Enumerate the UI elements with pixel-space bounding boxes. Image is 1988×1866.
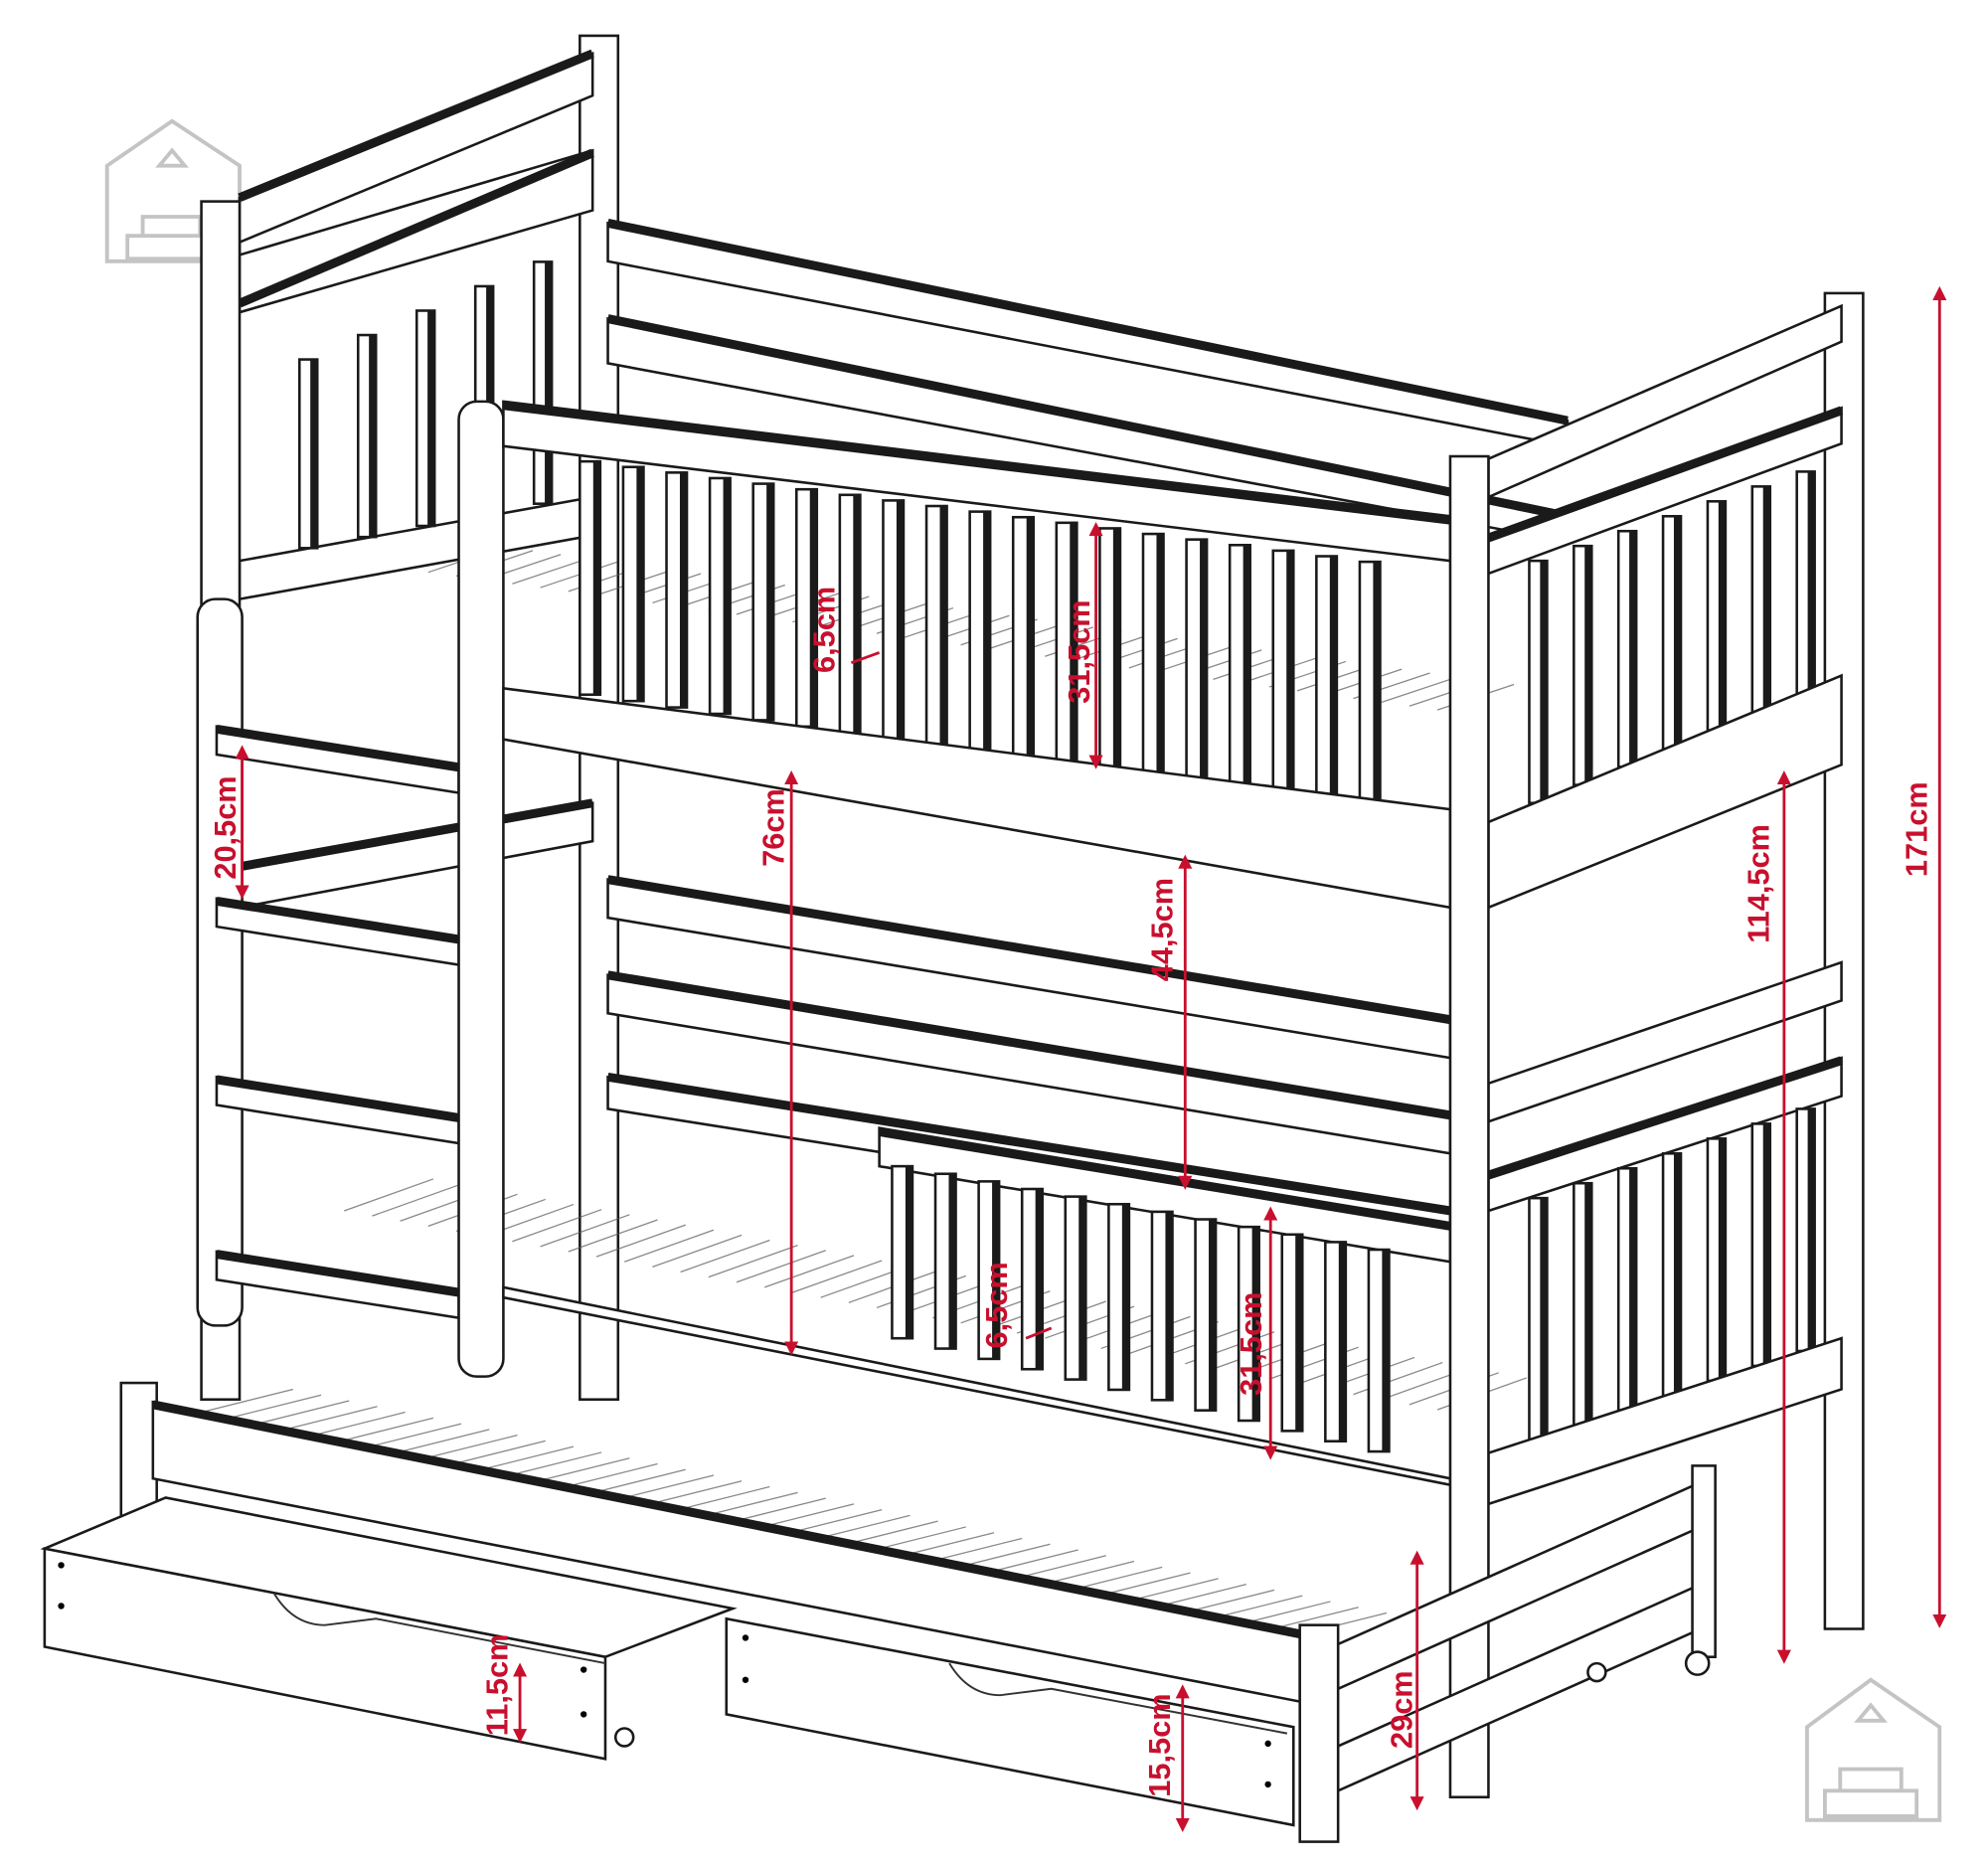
hatch-line xyxy=(1381,676,1458,704)
hatch-line xyxy=(623,1229,715,1263)
label-total-height: 171cm xyxy=(1899,781,1933,877)
hatch-line xyxy=(540,1214,630,1248)
label-upper-bed-height: 114,5cm xyxy=(1740,824,1775,943)
label-upper-guard-height: 31,5cm xyxy=(1062,599,1096,703)
hatch-line xyxy=(1353,1361,1443,1396)
hatch-line xyxy=(568,1219,658,1253)
hatch-line xyxy=(372,1183,462,1217)
hatch-line xyxy=(302,1411,406,1439)
back-right-post xyxy=(1823,291,1865,1630)
hatch-line xyxy=(343,1178,434,1212)
label-ladder-height: 76cm xyxy=(755,788,790,867)
dimension-labels: 171cm 114,5cm 76cm 44,5cm 31,5cm 6,5cm 2… xyxy=(208,587,1933,1797)
hatch-line xyxy=(512,557,589,585)
label-upper-slat-gap: 6,5cm xyxy=(807,587,842,673)
hatch-line xyxy=(274,1406,378,1434)
label-rung-spacing: 20,5cm xyxy=(208,775,243,879)
upper-right-end xyxy=(1486,303,1844,910)
right-drawer xyxy=(725,1616,1295,1827)
hatch-line xyxy=(247,1400,350,1428)
hatch-line xyxy=(736,1250,826,1283)
lower-right-end xyxy=(1487,960,1843,1506)
hatch-line xyxy=(652,1234,743,1269)
front-right-post xyxy=(1448,454,1490,1799)
watermark-logo-bottom-right xyxy=(1805,1677,1942,1822)
ladder xyxy=(196,400,505,1378)
label-lower-guard-height: 31,5cm xyxy=(1234,1292,1268,1396)
label-trundle-height: 29cm xyxy=(1385,1670,1419,1749)
hatch-line xyxy=(792,1260,883,1293)
hatch-line xyxy=(595,1224,686,1258)
dimension-lines xyxy=(235,285,1947,1832)
hatch-line xyxy=(219,1394,322,1422)
hatch-line xyxy=(191,1388,294,1416)
label-left-drawer-height: 11,5cm xyxy=(479,1634,514,1737)
upper-back-rails xyxy=(606,219,1570,544)
label-bed-clearance: 44,5cm xyxy=(1144,878,1179,981)
lower-front-guard xyxy=(502,1126,1452,1487)
hatch-line xyxy=(708,1244,798,1278)
hatch-line xyxy=(512,1209,602,1243)
hatch-line xyxy=(764,1255,855,1288)
label-lower-slat-gap: 6,5cm xyxy=(979,1262,1014,1348)
hatch-line xyxy=(680,1239,770,1273)
left-drawer xyxy=(40,1496,738,1761)
label-right-drawer-height: 15,5cm xyxy=(1142,1693,1177,1796)
upper-front-guard xyxy=(502,400,1452,910)
trundle-bed xyxy=(119,1381,1717,1843)
